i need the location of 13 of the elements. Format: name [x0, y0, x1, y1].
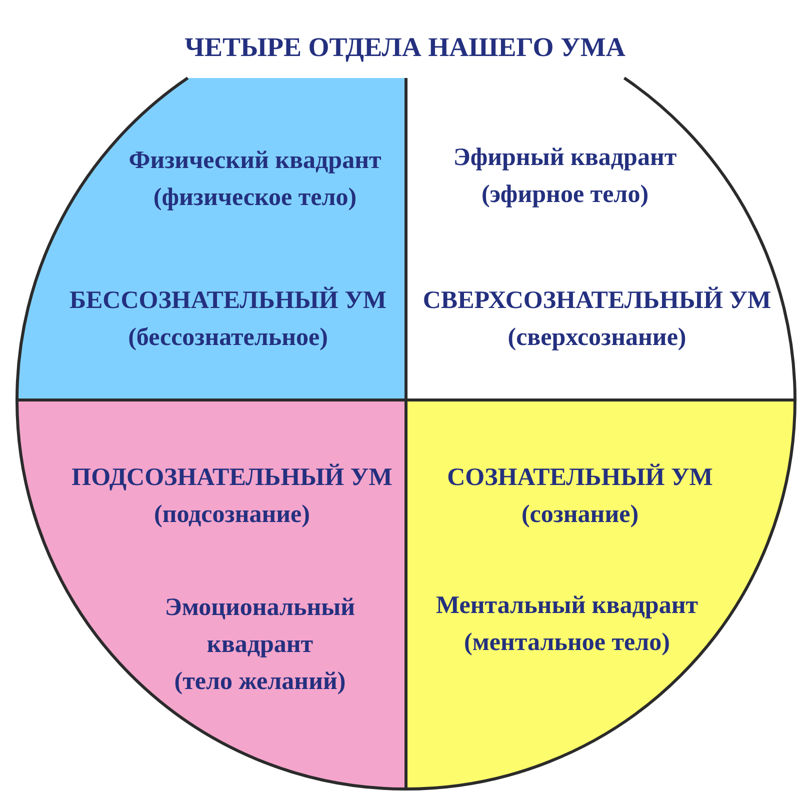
quadrant-sector [406, 400, 795, 789]
quadrant-sector [17, 78, 406, 400]
mind-level-label: СВЕРХСОЗНАТЕЛЬНЫЙ УМ (сверхсознание) [422, 286, 772, 353]
quadrant-caption: Физический квадрант (физическое тело) [128, 146, 382, 213]
quadrant-caption: Эмоциональный квадрант (тело желаний) [164, 593, 356, 697]
mind-level-label: БЕССОЗНАТЕЛЬНЫЙ УМ (бессознательное) [69, 286, 387, 353]
diagram-title: ЧЕТЫРЕ ОТДЕЛА НАШЕГО УМА [184, 31, 626, 64]
mind-level-label: СОЗНАТЕЛЬНЫЙ УМ (сознание) [447, 462, 713, 530]
mind-level-label: ПОДСОЗНАТЕЛЬНЫЙ УМ (подсознание) [72, 462, 392, 530]
quadrant-sector [17, 400, 406, 789]
quadrant-caption: Эфирный квадрант (эфирное тело) [453, 143, 677, 210]
quadrant-sector [406, 78, 795, 400]
quadrant-caption: Ментальный квадрант (ментальное тело) [436, 591, 698, 658]
